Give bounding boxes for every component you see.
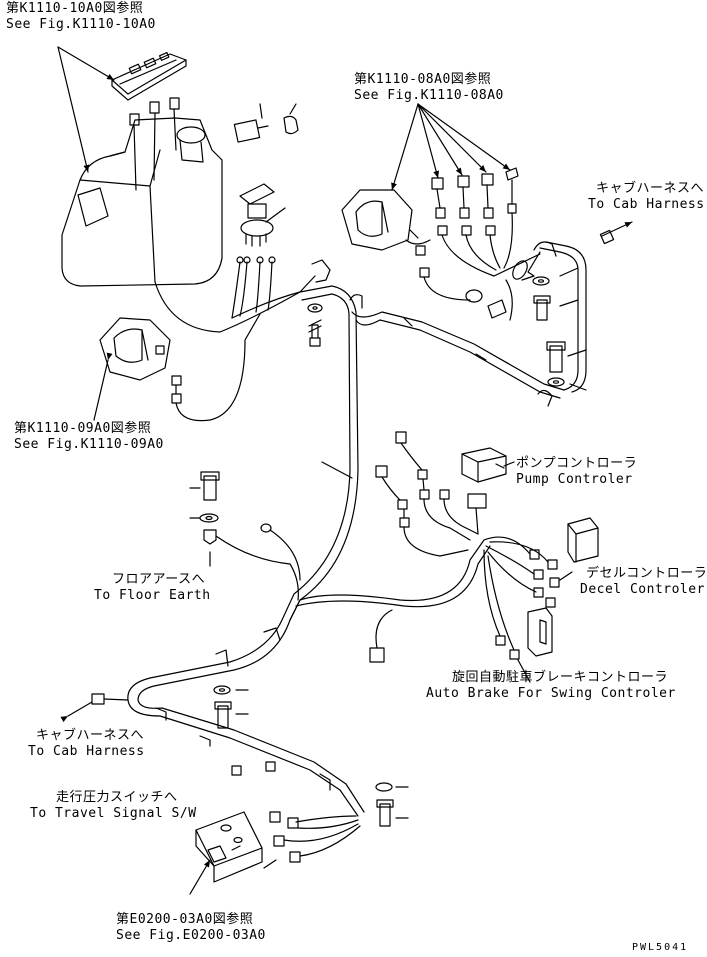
label-en: To Cab Harness [588, 197, 705, 212]
leader-lines [57, 46, 633, 895]
label-en: See Fig.K1110-10A0 [6, 17, 156, 32]
cab-harness-lower-connector [91, 693, 129, 705]
console-wires [154, 256, 316, 333]
label-jp: デセルコントローラ [586, 566, 707, 581]
label-jp: 第E0200-03A0図参照 [116, 912, 254, 927]
label-en: See Fig.K1110-09A0 [14, 437, 164, 452]
monitor-panel [111, 51, 187, 101]
floor-earth-terminal [203, 523, 301, 601]
monitor-connectors [129, 97, 180, 191]
label-jp: キャブハーネスへ [596, 181, 705, 196]
label-jp: 第K1110-09A0図参照 [14, 421, 152, 436]
label-en: Auto Brake For Swing Controler [426, 686, 676, 701]
label-jp: 旋回自動駐車ブレーキコントローラ [452, 670, 669, 685]
label-see-fig-e0200-03a0: 第E0200-03A0図参照 See Fig.E0200-03A0 [116, 912, 266, 944]
key-switch [233, 103, 299, 247]
label-en: To Floor Earth [94, 588, 211, 603]
label-see-fig-k1110-09a0: 第K1110-09A0図参照 See Fig.K1110-09A0 [14, 421, 164, 453]
label-to-floor-earth: フロアアースへ To Floor Earth [94, 572, 211, 604]
label-en: To Cab Harness [28, 744, 145, 759]
label-to-cab-harness-lower: キャブハーネスへ To Cab Harness [28, 728, 145, 760]
harness-clamps [155, 241, 557, 791]
label-decel-controller: デセルコントローラ Decel Controler [580, 566, 707, 598]
right-control-lever [341, 167, 541, 321]
label-en: Decel Controler [580, 582, 705, 597]
label-en: To Travel Signal S/W [30, 806, 197, 821]
label-en: See Fig.E0200-03A0 [116, 928, 266, 943]
label-en: See Fig.K1110-08A0 [354, 88, 504, 103]
label-jp: ポンプコントローラ [516, 456, 638, 471]
label-jp: 第K1110-10A0図参照 [6, 1, 144, 16]
label-jp: フロアアースへ [112, 572, 206, 587]
label-jp: キャブハーネスへ [36, 728, 145, 743]
label-jp: 第K1110-08A0図参照 [354, 72, 492, 87]
label-pump-controller: ポンプコントローラ Pump Controler [516, 456, 637, 488]
left-control-lever [99, 313, 261, 422]
bolts-and-washers [189, 251, 587, 827]
label-to-cab-harness-upper: キャブハーネスへ To Cab Harness [588, 181, 705, 213]
label-see-fig-k1110-08a0: 第K1110-08A0図参照 See Fig.K1110-08A0 [354, 72, 504, 104]
console-box [61, 117, 223, 287]
label-to-travel-signal-switch: 走行圧力スイッチへ To Travel Signal S/W [30, 790, 197, 822]
travel-switch-branch [195, 761, 361, 883]
label-auto-brake-swing-controller: 旋回自動駐車ブレーキコントローラ Auto Brake For Swing Co… [426, 670, 676, 702]
drawing-code: PWL5041 [632, 942, 689, 953]
label-en: Pump Controler [516, 472, 633, 487]
label-see-fig-k1110-10a0: 第K1110-10A0図参照 See Fig.K1110-10A0 [6, 1, 156, 33]
label-jp: 走行圧力スイッチへ [56, 790, 178, 805]
controllers [369, 431, 599, 663]
